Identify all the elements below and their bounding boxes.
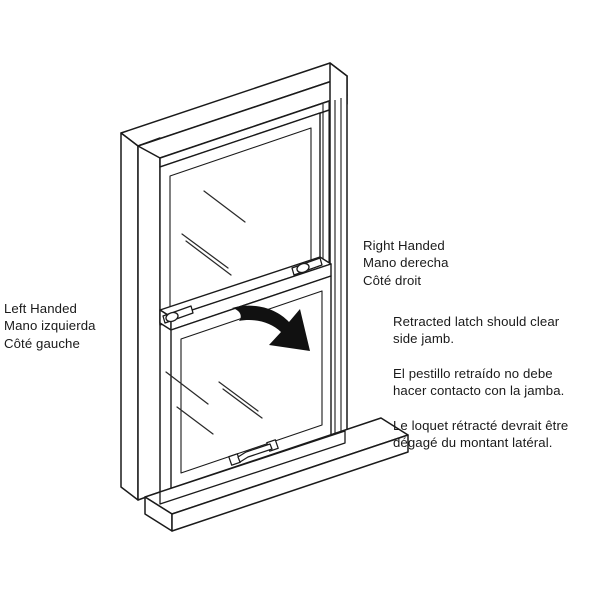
frame-bottom-rail-face: [159, 430, 346, 505]
right-handed-label: Right Handed Mano derecha Côté droit: [363, 238, 449, 288]
sill-front-edge: [171, 434, 409, 532]
note-spanish: El pestillo retraído no debe hacer conta…: [393, 366, 565, 399]
lift-handle-grip: [237, 443, 273, 463]
right-latch[interactable]: [291, 257, 323, 276]
frame-bottom-rail: [159, 430, 346, 505]
lift-handle[interactable]: [228, 439, 279, 466]
arrow-shape: [232, 305, 310, 351]
lower-glass-reflections: [165, 371, 263, 435]
note-english: Retracted latch should clear side jamb.: [393, 314, 560, 347]
left-latch-knob: [165, 311, 179, 323]
note-french: Le loquet rétracté devrait être dégagé d…: [393, 418, 569, 451]
meeting-rail: [159, 256, 332, 331]
right-latch-knob: [296, 262, 310, 274]
upper-glass-reflections: [181, 190, 246, 276]
frame-right-outer-face: [329, 62, 348, 456]
latch-direction-arrow: [232, 305, 310, 351]
left-latch[interactable]: [162, 305, 194, 324]
left-handed-label: Left Handed Mano izquierda Côté gauche: [4, 301, 96, 351]
